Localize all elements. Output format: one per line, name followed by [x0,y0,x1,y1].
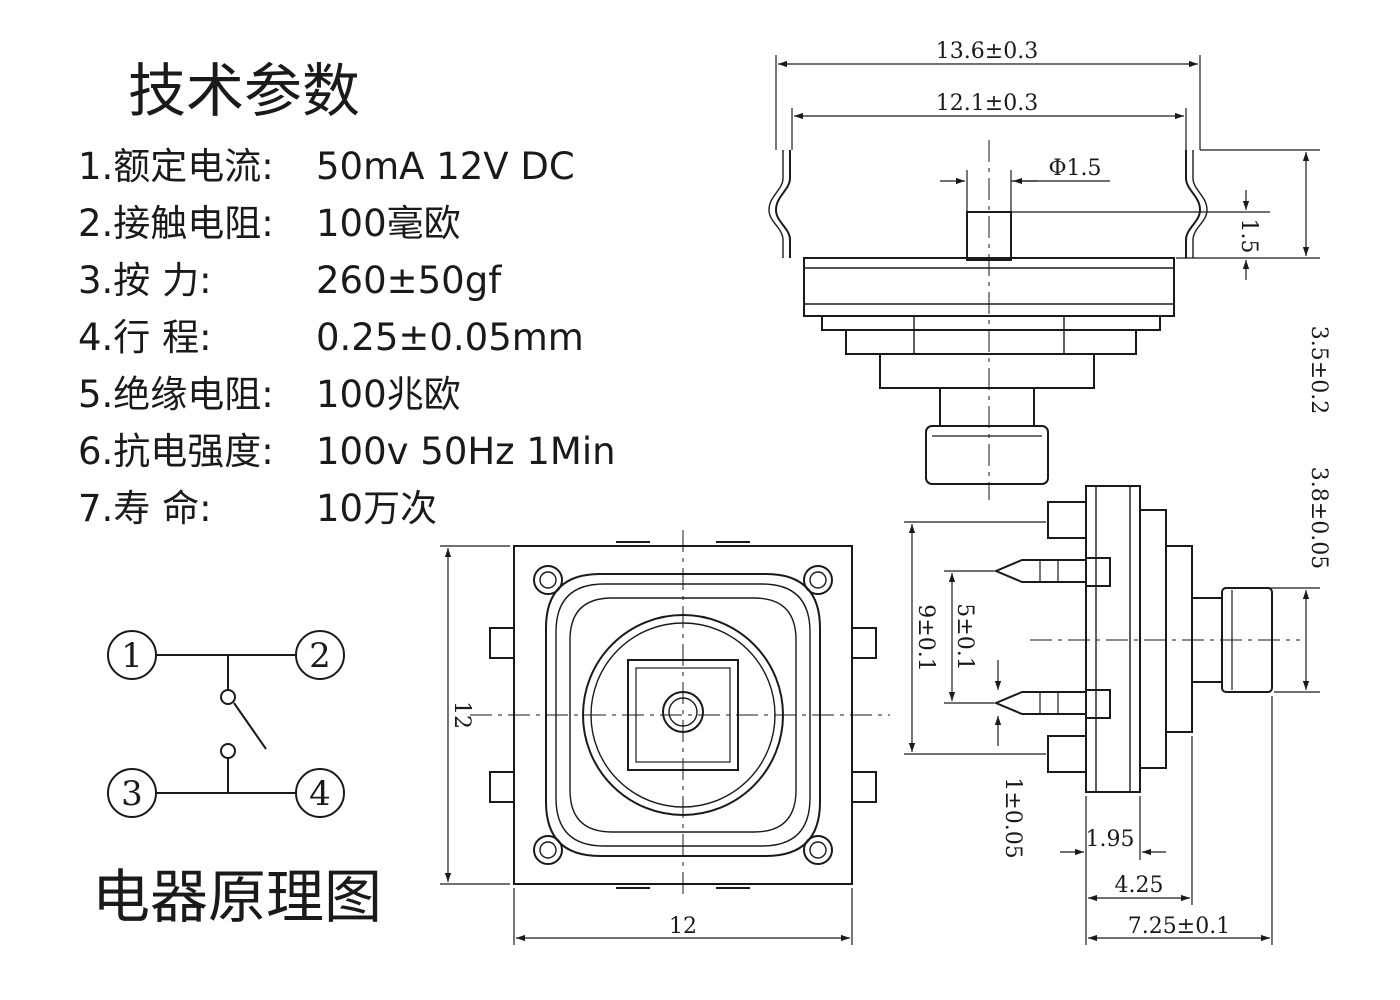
spec-key: 6.抗电强度: [78,430,274,473]
side-tab-bottom [1047,735,1087,773]
spec-key: 4.行 程: [78,316,212,359]
circuit-schematic [107,630,345,818]
bracket-left-inner [768,150,784,258]
pin-1-circle [107,630,157,680]
button-square [627,659,739,771]
side-body [1085,485,1141,793]
front-shaft [939,387,1035,427]
spec-item: 3.按 力: 260±50gf [78,256,616,313]
pin-4-circle [295,768,345,818]
side-view [993,485,1273,793]
spec-value: 100兆欧 [316,373,461,416]
spec-value: 100毫欧 [316,202,461,245]
switch-contact-top [220,689,236,705]
spec-item: 1.额定电流: 50mA 12V DC [78,142,616,199]
switch-lever [233,702,267,750]
spec-key: 3.按 力: [78,259,212,302]
spec-list: 1.额定电流: 50mA 12V DC 2.接触电阻: 100毫欧 3.按 力: 26… [78,142,616,541]
cap-outer [545,573,821,857]
bracket-right [1185,150,1202,258]
spec-item: 4.行 程: 0.25±0.05mm [78,313,616,370]
switch-contact-bottom [220,743,236,759]
side-pin-top [993,559,1086,583]
dim-bottom-height: 12 [449,701,474,729]
pin-4-label: 4 [309,774,331,814]
dim-pin-pitch-outer: 9±0.1 [913,604,938,671]
spec-title: 技术参数 [128,57,361,125]
pin-2-label: 2 [309,636,331,676]
spec-key: 2.接触电阻: [78,202,274,245]
pin-3-label: 3 [121,774,143,814]
spec-item: 7.寿 命: 10万次 [78,484,616,541]
dim-side-total: 7.25±0.1 [1128,914,1230,939]
dim-stem-height: 1.5 [1236,219,1261,254]
top-view-dimensions [440,545,853,945]
front-dimensions [775,55,1320,280]
side-tab-top [1047,501,1087,539]
spec-value: 0.25±0.05mm [316,316,584,359]
pin-3-circle [107,768,157,818]
spec-key: 1.额定电流: [78,145,274,188]
dim-pin-pitch-inner: 5±0.1 [952,603,977,670]
side-view-dimensions [904,521,1320,945]
front-tier-2 [845,329,1137,355]
corner-hole-bl [533,835,563,865]
dim-pin-thickness: 1±0.05 [1000,777,1025,858]
front-knob [925,425,1049,485]
spec-key: 5.绝缘电阻: [78,373,274,416]
spec-item: 6.抗电强度: 100v 50Hz 1Min [78,427,616,484]
dim-top-width-inner: 12.1±0.3 [936,91,1038,116]
spec-item: 2.接触电阻: 100毫欧 [78,199,616,256]
spec-item: 5.绝缘电阻: 100兆欧 [78,370,616,427]
bracket-right-inner [1192,150,1208,258]
side-pin-bottom [993,691,1086,715]
spec-key: 7.寿 命: [78,487,212,530]
front-tier-3 [879,353,1095,389]
dim-side-cap-height: 3.8±0.05 [1306,467,1331,569]
dim-stem-diameter: Φ1.5 [1048,156,1101,181]
dim-total-height: 3.5±0.2 [1306,326,1331,414]
pin-1-label: 1 [121,636,143,676]
pin-2-circle [295,630,345,680]
corner-hole-br [803,835,833,865]
front-tier-1 [821,315,1161,331]
corner-hole-tr [803,565,833,595]
spec-value: 260±50gf [316,259,502,302]
side-cap-plate [1139,509,1167,769]
dim-side-depth: 4.25 [1115,873,1164,898]
tab-left-bottom [489,771,515,803]
spec-value: 100v 50Hz 1Min [316,430,616,473]
tab-right-bottom [851,771,877,803]
spec-value: 10万次 [316,487,438,530]
schematic-caption: 电器原理图 [92,863,383,931]
dim-top-width-outer: 13.6±0.3 [936,39,1038,64]
tab-left-top [489,627,515,659]
bracket-left [774,150,791,258]
spec-value: 50mA 12V DC [316,145,575,188]
corner-hole-tl [533,565,563,595]
dim-side-body-thickness: 1.95 [1086,827,1135,852]
tab-right-top [851,627,877,659]
front-view [768,150,1208,485]
dim-bottom-width: 12 [669,914,697,939]
side-cap-step [1165,545,1193,733]
